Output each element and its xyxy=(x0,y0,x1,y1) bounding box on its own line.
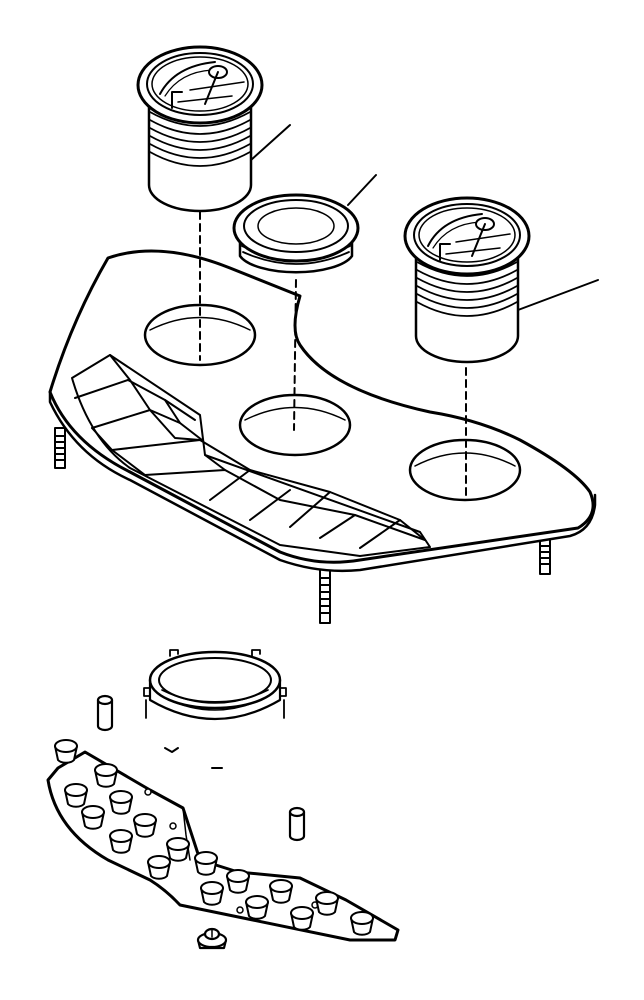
bulb-socket xyxy=(133,813,157,838)
spacer xyxy=(288,806,306,842)
gauge-retaining-ring xyxy=(143,649,287,721)
mounting-stud xyxy=(54,427,66,469)
alignment-lines xyxy=(199,211,467,501)
bulb-socket xyxy=(290,906,314,931)
bulb-socket xyxy=(315,891,339,916)
bulb-socket xyxy=(109,790,133,815)
gauge-left xyxy=(136,45,291,213)
clip xyxy=(164,747,223,769)
bulb-socket xyxy=(245,895,269,920)
bulb-socket xyxy=(94,763,118,788)
bulb-circuit-board xyxy=(46,739,400,942)
bulb-socket xyxy=(226,869,250,894)
instrument-panel-plate xyxy=(48,249,597,624)
mounting-stud xyxy=(319,564,331,624)
bulb-socket xyxy=(350,911,374,936)
gauge-center-plug xyxy=(232,174,377,274)
bulb-socket xyxy=(200,881,224,906)
bulb-socket xyxy=(81,805,105,830)
bulb-socket xyxy=(54,739,78,764)
bulb-socket xyxy=(194,851,218,876)
mounting-stud xyxy=(539,537,551,575)
ground-connector xyxy=(196,927,228,950)
bulb-socket xyxy=(166,837,190,862)
indicator-lens-grid xyxy=(71,354,431,557)
bulb-socket xyxy=(269,879,293,904)
spacer xyxy=(96,694,114,732)
bulb-socket xyxy=(64,783,88,808)
gauge-right xyxy=(403,196,599,364)
bulb-socket xyxy=(147,855,171,880)
bulb-socket xyxy=(109,829,133,854)
